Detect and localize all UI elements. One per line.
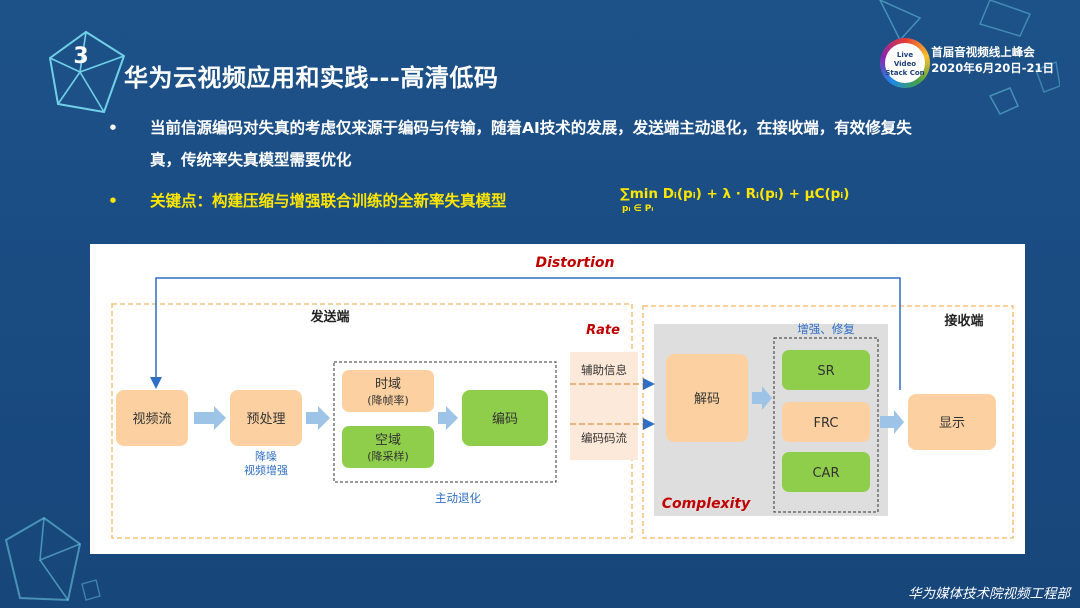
sr-text: SR <box>817 364 834 379</box>
distortion-loop-line <box>150 277 901 390</box>
car-box <box>782 452 870 492</box>
transmission-box <box>570 352 638 460</box>
formula-subscript: pᵢ ∈ Pᵢ <box>622 204 654 214</box>
complexity-label: Complexity <box>662 496 751 512</box>
preprocess-text: 预处理 <box>246 412 285 427</box>
encode-text: 编码 <box>492 412 518 427</box>
preprocess-box <box>230 390 302 446</box>
conference-logo: Live Video Stack Con <box>880 38 930 88</box>
temporal-text: 时域 <box>375 377 401 392</box>
spatial-sub: (降采样) <box>367 449 409 463</box>
decor-wireframe-topright-icon <box>879 0 1060 115</box>
sender-region <box>111 303 633 539</box>
receiver-label: 接收端 <box>944 313 983 329</box>
rate-label: Rate <box>586 323 620 338</box>
enhance-group <box>773 337 879 513</box>
pipeline-svg: Distortion 发送端 接收端 Rate 增强、修复 Complexity… <box>111 255 1014 539</box>
preprocess-note-2: 视频增强 <box>244 463 288 477</box>
bullet-2: • 关键点：构建压缩与增强联合训练的全新率失真模型 <box>108 185 507 217</box>
display-text: 显示 <box>939 416 965 431</box>
arrow-preprocess-to-degrade <box>306 406 330 430</box>
active-degrade-label: 主动退化 <box>435 491 481 505</box>
slide-number: 3 <box>73 44 89 69</box>
arrow-decode-to-enhance <box>752 386 772 410</box>
bullet-2-text: 关键点：构建压缩与增强联合训练的全新率失真模型 <box>150 192 507 210</box>
page-title: 华为云视频应用和实践---高清低码 <box>124 64 499 92</box>
arrow-enhance-to-display <box>880 410 904 434</box>
sender-label: 发送端 <box>309 309 349 325</box>
formula-main: ∑min Dᵢ(pᵢ) + λ · Rᵢ(pᵢ) + μC(pᵢ) <box>620 186 850 202</box>
distortion-label: Distortion <box>535 255 614 271</box>
preprocess-note-1: 降噪 <box>255 449 277 463</box>
video-stream-box <box>116 390 188 446</box>
bullet-1: • 当前信源编码对失真的考虑仅来源于编码与传输，随着AI技术的发展，发送端主动退… <box>108 112 930 176</box>
bullet-dot: • <box>108 192 118 210</box>
logo-text-line1: Live Video <box>893 51 917 68</box>
conference-name: 首届音视频线上峰会 <box>931 45 1035 59</box>
aux-info-label: 辅助信息 <box>581 363 627 377</box>
conference-date: 2020年6月20日-21日 <box>931 61 1054 75</box>
decor-wireframe-left-icon <box>48 30 126 114</box>
spatial-text: 空域 <box>375 433 401 448</box>
encode-box <box>462 390 548 446</box>
sr-box <box>782 350 870 390</box>
frc-text: FRC <box>814 416 839 431</box>
bullet-dot: • <box>108 119 118 137</box>
temporal-sub: (降帧率) <box>367 393 409 407</box>
temporal-box <box>342 370 434 412</box>
bullet-1-text: 当前信源编码对失真的考虑仅来源于编码与传输，随着AI技术的发展，发送端主动退化，… <box>150 119 912 169</box>
spatial-box <box>342 426 434 468</box>
rd-pipeline-diagram: Distortion 发送端 接收端 Rate 增强、修复 Complexity… <box>90 244 1025 554</box>
decode-box <box>666 354 748 442</box>
arrow-degrade-to-encode <box>438 406 458 430</box>
rd-formula: ∑min Dᵢ(pᵢ) + λ · Rᵢ(pᵢ) + μC(pᵢ) pᵢ ∈ P… <box>620 186 850 214</box>
display-box <box>908 394 996 450</box>
degrade-group <box>333 361 557 483</box>
car-text: CAR <box>812 466 839 481</box>
frc-box <box>782 402 870 442</box>
footer-text: 华为媒体技术院视频工程部 <box>908 586 1070 602</box>
decode-text: 解码 <box>694 392 720 407</box>
conference-info: 首届音视频线上峰会 2020年6月20日-21日 <box>931 44 1054 76</box>
bitstream-label: 编码码流 <box>581 431 627 445</box>
video-stream-text: 视频流 <box>132 412 171 427</box>
logo-text-line2: Stack Con <box>885 69 925 77</box>
arrow-stream-to-preprocess <box>194 406 226 430</box>
enhance-label: 增强、修复 <box>797 322 855 336</box>
decor-wireframe-bottomleft-icon <box>4 516 101 602</box>
